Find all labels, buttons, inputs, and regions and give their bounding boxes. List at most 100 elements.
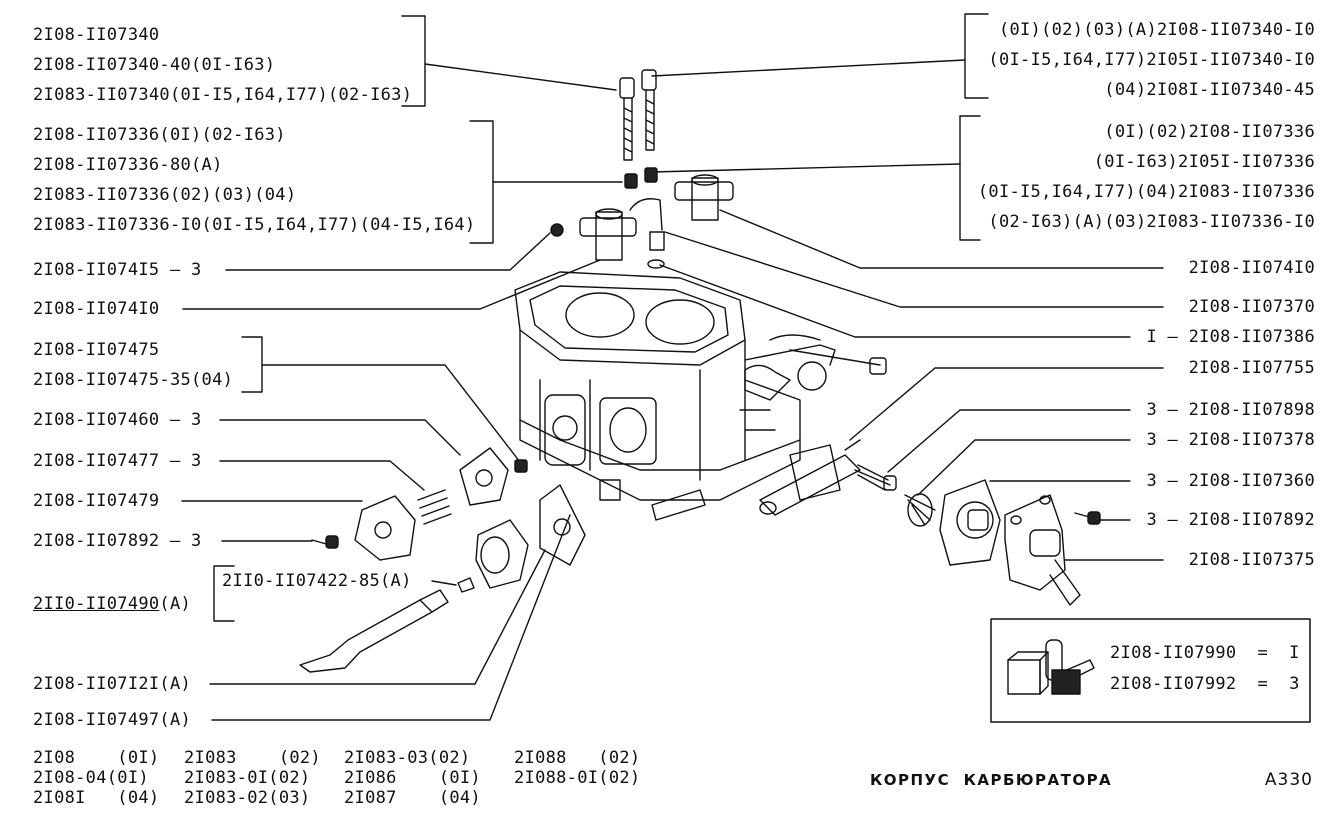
jet-l-group3 bbox=[514, 459, 528, 473]
holder-right bbox=[674, 174, 734, 221]
left-group-1-line-1: 2I08-II07340 bbox=[33, 25, 160, 45]
leader-l9 bbox=[209, 549, 546, 685]
left-label-l6: 2I08-II07892 — 3 bbox=[33, 531, 202, 551]
left-group-2-line-2: 2I08-II07336-80(A) bbox=[33, 155, 223, 175]
footer-col-2-row-1: 2I083 (02) bbox=[184, 748, 321, 768]
leader-r1 bbox=[719, 209, 1164, 269]
econostat-assembly bbox=[759, 439, 861, 516]
spring-l4 bbox=[417, 489, 452, 525]
leader-l7 bbox=[431, 580, 457, 586]
leader-r2 bbox=[664, 231, 1164, 308]
right-bracket-1 bbox=[964, 13, 989, 99]
left-label-l9: 2I08-II07I2I(A) bbox=[33, 674, 192, 694]
left-bracket-4 bbox=[213, 565, 235, 622]
kit-box-line-2: 2I08-II07992 = 3 bbox=[1110, 674, 1300, 694]
left-group-3-line-1: 2I08-II07475 bbox=[33, 340, 160, 360]
right-group-2-line-2: (0I-I63)2I05I-II07336 bbox=[1093, 152, 1315, 172]
screw-l6 bbox=[311, 535, 339, 549]
left-label-l8: 2II0-II07490(A) bbox=[33, 594, 191, 614]
leader-r-group2 bbox=[651, 163, 961, 173]
right-bracket-2 bbox=[959, 115, 981, 241]
leader-r-group1 bbox=[651, 59, 966, 77]
left-group-1-line-2: 2I08-II07340-40(0I-I63) bbox=[33, 55, 276, 75]
kit-box-line-1: 2I08-II07990 = I bbox=[1110, 643, 1300, 663]
gasket-l3 bbox=[459, 447, 509, 506]
diaphragm-r7 bbox=[939, 479, 1001, 566]
carburetor-body bbox=[514, 271, 887, 521]
left-group-2-line-4: 2I083-II07336-I0(0I-I5,I64,I77)(04-I5,I6… bbox=[33, 215, 476, 235]
leader-l10 bbox=[211, 514, 571, 721]
footer-col-1-row-2: 2I08-04(0I) bbox=[33, 768, 149, 788]
screw-r5 bbox=[854, 464, 897, 491]
right-group-2-line-3: (0I-I5,I64,I77)(04)2I083-II07336 bbox=[977, 182, 1315, 202]
cover-r9 bbox=[1004, 494, 1081, 606]
right-group-2-line-4: (02-I63)(A)(03)2I083-II07336-I0 bbox=[988, 212, 1315, 232]
leader-l2 bbox=[182, 259, 601, 310]
left-label-l1: 2I08-II074I5 — 3 bbox=[33, 260, 202, 280]
kit-box bbox=[990, 618, 1311, 723]
footer-col-4-row-2: 2I088-0I(02) bbox=[514, 768, 641, 788]
left-label-l3: 2I08-II07460 — 3 bbox=[33, 410, 202, 430]
footer-col-3-row-1: 2I083-03(02) bbox=[344, 748, 471, 768]
left-group-3-line-2: 2I08-II07475-35(04) bbox=[33, 370, 234, 390]
holder-left bbox=[579, 208, 637, 261]
screw-r8 bbox=[1074, 511, 1101, 525]
sheet-code: A330 bbox=[1264, 770, 1313, 790]
cover-l5 bbox=[354, 495, 416, 561]
footer-col-1-row-3: 2I08I (04) bbox=[33, 788, 160, 808]
left-label-l8-suffix: (A) bbox=[159, 594, 192, 614]
right-label-r4: 2I08-II07755 bbox=[1188, 358, 1315, 378]
page-title: КОРПУС КАРБЮРАТОРА bbox=[870, 771, 1113, 789]
footer-col-1-row-1: 2I08 (0I) bbox=[33, 748, 160, 768]
right-group-1-line-1: (0I)(02)(03)(A)2I08-II07340-I0 bbox=[998, 20, 1315, 40]
leader-l-group3 bbox=[261, 364, 521, 463]
footer-col-2-row-2: 2I083-0I(02) bbox=[184, 768, 311, 788]
right-group-1-line-3: (04)2I08I-II07340-45 bbox=[1104, 80, 1315, 100]
left-label-l2: 2I08-II074I0 bbox=[33, 299, 160, 319]
leader-l3 bbox=[219, 419, 461, 456]
leader-l4 bbox=[219, 460, 425, 491]
leader-r3 bbox=[659, 264, 1131, 338]
left-group-1-line-3: 2I083-II07340(0I-I5,I64,I77)(02-I63) bbox=[33, 85, 413, 105]
right-label-r3: I — 2I08-II07386 bbox=[1146, 327, 1315, 347]
leader-l-group1 bbox=[424, 63, 617, 91]
screw-right bbox=[641, 69, 657, 151]
footer-col-3-row-2: 2I086 (0I) bbox=[344, 768, 481, 788]
footer-col-3-row-3: 2I087 (04) bbox=[344, 788, 481, 808]
left-group-2-line-1: 2I08-II07336(0I)(02-I63) bbox=[33, 125, 286, 145]
washer bbox=[647, 259, 665, 269]
spring-r6 bbox=[904, 493, 936, 527]
bushing-left bbox=[624, 173, 638, 189]
screw-left bbox=[619, 77, 635, 161]
right-group-1-line-2: (0I-I5,I64,I77)2I05I-II07340-I0 bbox=[988, 50, 1315, 70]
left-label-l7: 2II0-II07422-85(A) bbox=[222, 571, 412, 591]
left-label-l5: 2I08-II07479 bbox=[33, 491, 160, 511]
tube bbox=[629, 198, 665, 251]
bushing-right bbox=[644, 167, 658, 183]
left-label-l8-main: 2II0-II07490 bbox=[33, 594, 160, 614]
left-bracket-1 bbox=[401, 15, 426, 107]
left-label-l10: 2I08-II07497(A) bbox=[33, 710, 192, 730]
gasket-l10 bbox=[539, 484, 586, 566]
footer-col-2-row-3: 2I083-02(03) bbox=[184, 788, 311, 808]
right-label-r7: 3 — 2I08-II07360 bbox=[1146, 471, 1315, 491]
solenoid-valve bbox=[299, 577, 475, 673]
right-group-2-line-1: (0I)(02)2I08-II07336 bbox=[1104, 122, 1315, 142]
right-label-r6: 3 — 2I08-II07378 bbox=[1146, 430, 1315, 450]
leader-r5 bbox=[887, 409, 1131, 473]
left-group-2-line-3: 2I083-II07336(02)(03)(04) bbox=[33, 185, 297, 205]
pump-housing bbox=[475, 519, 529, 589]
right-label-r8: 3 — 2I08-II07892 bbox=[1146, 510, 1315, 530]
right-label-r1: 2I08-II074I0 bbox=[1188, 258, 1315, 278]
left-label-l4: 2I08-II07477 — 3 bbox=[33, 451, 202, 471]
right-label-r5: 3 — 2I08-II07898 bbox=[1146, 400, 1315, 420]
leader-r4 bbox=[849, 367, 1164, 441]
plug-l1 bbox=[550, 223, 564, 237]
left-bracket-3 bbox=[241, 336, 263, 393]
right-label-r2: 2I08-II07370 bbox=[1188, 297, 1315, 317]
leader-r6 bbox=[917, 439, 1131, 496]
kit-icon-parts bbox=[1007, 639, 1095, 695]
right-label-r9: 2I08-II07375 bbox=[1188, 550, 1315, 570]
leader-l1 bbox=[225, 232, 551, 271]
